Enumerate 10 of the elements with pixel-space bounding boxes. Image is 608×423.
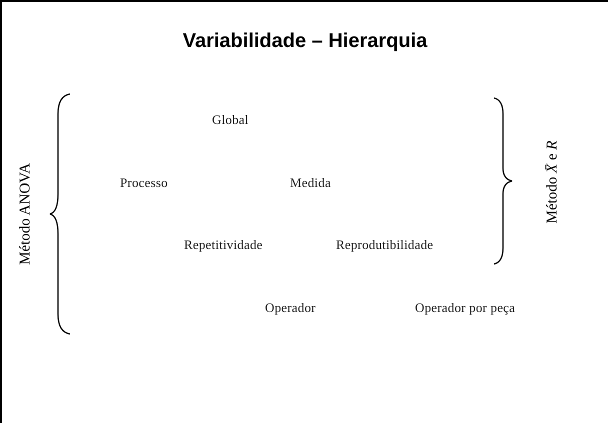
variability-term: Medida	[290, 175, 331, 191]
method-label: Método ANOVA	[18, 163, 34, 265]
variability-term: Repetitividade	[184, 237, 263, 253]
variability-term: Operador	[265, 300, 316, 316]
variability-term: Processo	[120, 175, 168, 191]
slide-title: Variabilidade – Hierarquia	[182, 30, 428, 53]
variability-term: Global	[212, 112, 249, 128]
variability-term: Operador por peça	[415, 300, 516, 316]
variability-term: Reprodutibilidade	[336, 237, 434, 253]
method-label: Método X̄ e R	[544, 140, 562, 224]
